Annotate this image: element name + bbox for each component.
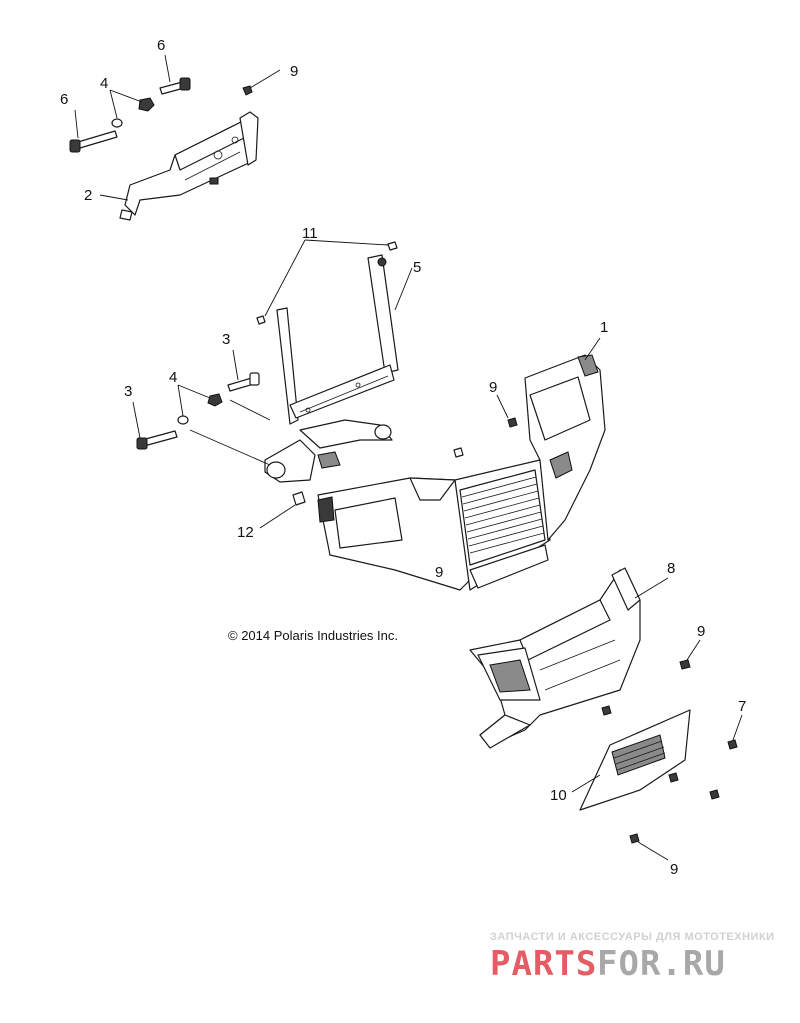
copyright-notice: © 2014 Polaris Industries Inc.	[228, 628, 398, 643]
callout-3-upper: 3	[222, 331, 230, 348]
screw-9-fascia	[453, 417, 518, 458]
callout-4-upper: 4	[100, 75, 108, 92]
callout-6-top: 6	[157, 37, 165, 54]
callout-3-lower: 3	[124, 383, 132, 400]
callout-7: 7	[738, 698, 746, 715]
callout-9-grille: 9	[435, 564, 443, 581]
watermark-brand-right: FOR.RU	[597, 944, 726, 984]
screw-9-upper	[242, 85, 253, 96]
callout-5: 5	[413, 259, 421, 276]
lower-bumper	[469, 567, 641, 749]
callout-1: 1	[600, 319, 608, 336]
callout-9-bottom: 9	[670, 861, 678, 878]
callout-9-bumper: 9	[697, 623, 705, 640]
watermark-brand-left: PARTS	[490, 944, 597, 984]
front-frame-tube	[264, 254, 399, 483]
upper-mounting-bracket	[119, 111, 259, 221]
bolt-6-top	[159, 77, 191, 95]
callout-8: 8	[667, 560, 675, 577]
callout-12: 12	[237, 524, 254, 541]
fastener-7	[727, 739, 738, 750]
bolt-3-lower	[136, 430, 178, 450]
screw-11	[256, 241, 398, 325]
skid-plate	[579, 709, 691, 811]
watermark-logo: ЗАПЧАСТИ И АКСЕССУАРЫ ДЛЯ МОТОТЕХНИКИ PA…	[490, 931, 775, 984]
front-fascia	[317, 354, 606, 591]
callout-labels: 6 6 4 9 2 11 5 3 3 4 12 1 9 9 8 9 7 10 9	[60, 37, 746, 878]
callout-10: 10	[550, 787, 567, 804]
bolt-3-upper	[227, 372, 260, 392]
watermark-tagline: ЗАПЧАСТИ И АКСЕССУАРЫ ДЛЯ МОТОТЕХНИКИ	[490, 931, 775, 943]
nut-4-lower	[177, 393, 223, 425]
callout-6-left: 6	[60, 91, 68, 108]
screw-9-lower	[601, 659, 720, 844]
callout-9-upper: 9	[290, 63, 298, 80]
leader-lines	[74, 54, 743, 861]
nut-4-upper	[111, 97, 155, 128]
callout-4-lower: 4	[169, 369, 177, 386]
bolt-6-left	[69, 130, 118, 153]
radiator-grille	[459, 469, 546, 566]
callout-9-fascia: 9	[489, 379, 497, 396]
callout-11: 11	[302, 225, 318, 242]
fastener-12	[292, 491, 306, 506]
callout-2: 2	[84, 187, 92, 204]
